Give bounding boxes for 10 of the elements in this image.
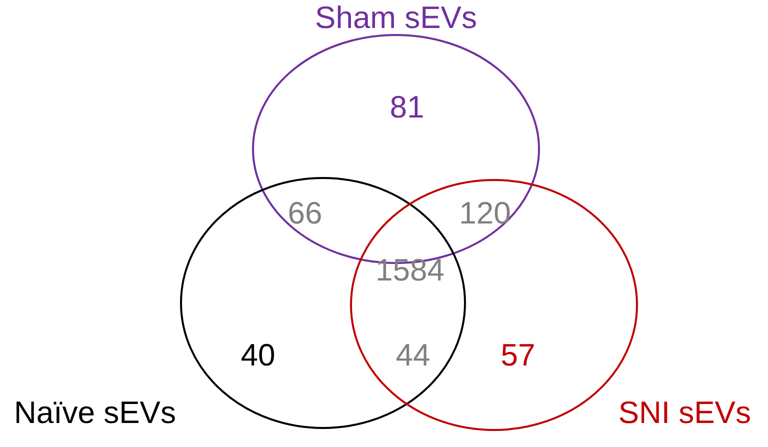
set-label: Naïve sEVs [14,397,176,428]
count-label: 44 [396,340,430,370]
count-label: 81 [390,92,424,122]
count-label: 57 [500,340,536,370]
count-label: 40 [240,340,276,370]
count-label: 1584 [376,254,444,286]
count-label: 120 [459,198,511,228]
set-label: Sham sEVs [315,2,477,33]
count-label: 66 [288,198,322,228]
set-label: SNI sEVs [618,397,751,428]
